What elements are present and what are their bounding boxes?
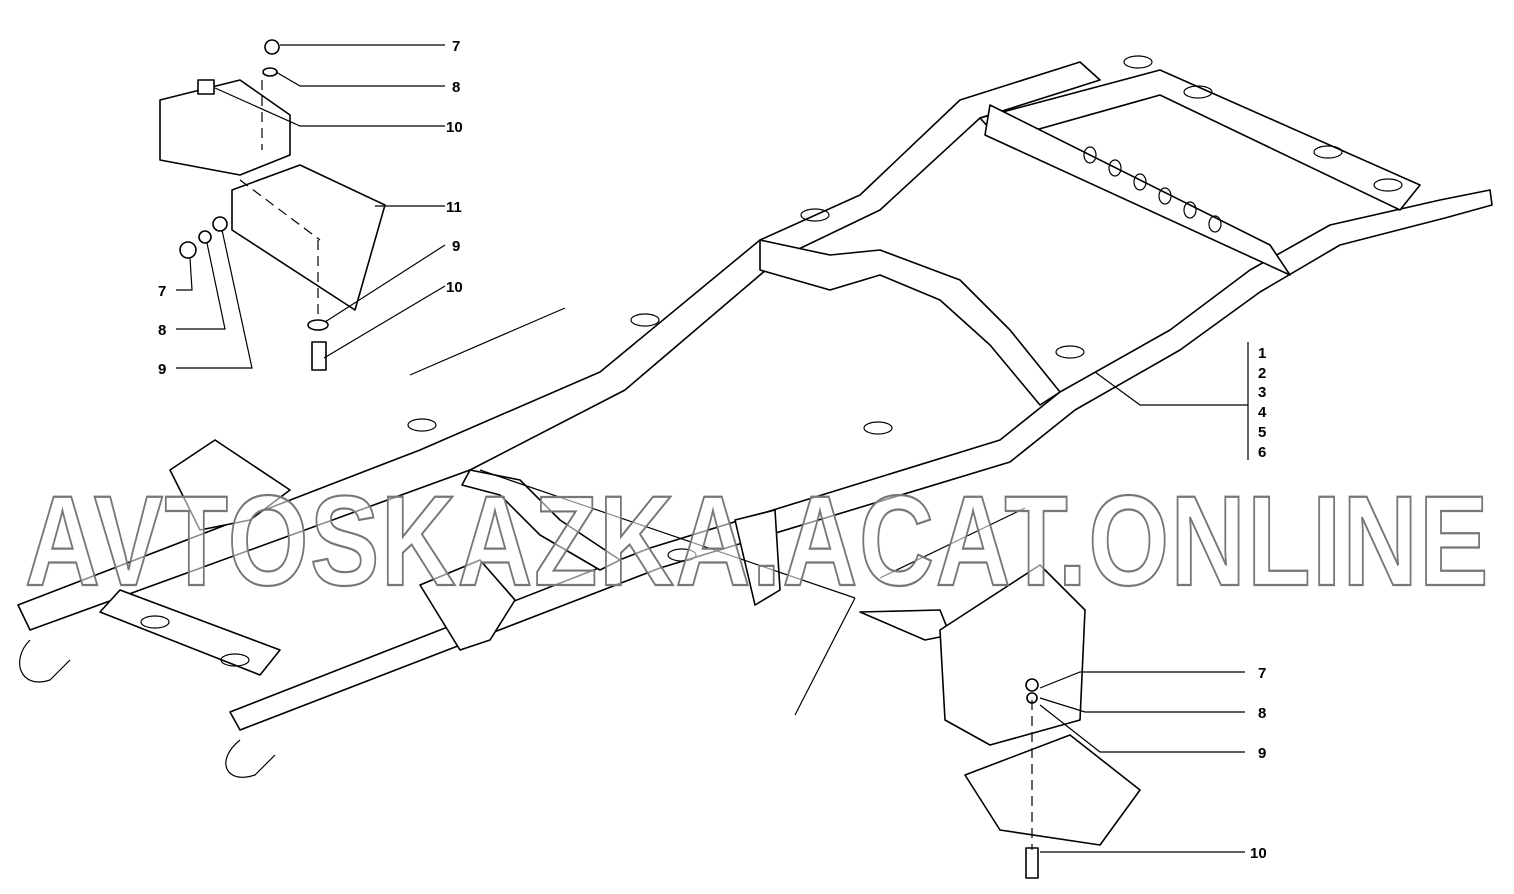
watermark: AVTOSKAZKA.ACAT.ONLINE xyxy=(25,470,1490,613)
callout-7: 7 xyxy=(452,38,460,55)
callout-10: 10 xyxy=(446,279,463,296)
detail-top-left xyxy=(159,39,386,371)
callout-8: 8 xyxy=(1258,705,1266,722)
callout-7: 7 xyxy=(158,283,166,300)
callout-11: 11 xyxy=(446,199,462,216)
detail-bottom-right xyxy=(859,564,1141,879)
callout-4: 4 xyxy=(1258,404,1267,421)
leader-lines xyxy=(176,44,1249,853)
callout-1: 1 xyxy=(1258,345,1266,362)
chassis-frame xyxy=(17,55,1493,778)
callouts-top-left-right: 7 8 10 11 9 10 xyxy=(446,38,463,296)
callout-9: 9 xyxy=(158,361,166,378)
callout-3: 3 xyxy=(1258,384,1266,401)
callout-9: 9 xyxy=(452,238,460,255)
callout-6: 6 xyxy=(1258,444,1266,461)
callout-7: 7 xyxy=(1258,665,1266,682)
callout-2: 2 xyxy=(1258,365,1266,382)
callouts-main-stack: 1 2 3 4 5 6 xyxy=(1258,345,1267,461)
callouts-bottom-right: 7 8 9 10 xyxy=(1250,665,1267,862)
callout-9: 9 xyxy=(1258,745,1266,762)
callout-8: 8 xyxy=(452,79,460,96)
callout-8: 8 xyxy=(158,322,166,339)
callout-10: 10 xyxy=(446,119,463,136)
callout-5: 5 xyxy=(1258,424,1266,441)
callouts-top-left-left: 7 8 9 xyxy=(158,283,166,378)
callout-10: 10 xyxy=(1250,845,1267,862)
